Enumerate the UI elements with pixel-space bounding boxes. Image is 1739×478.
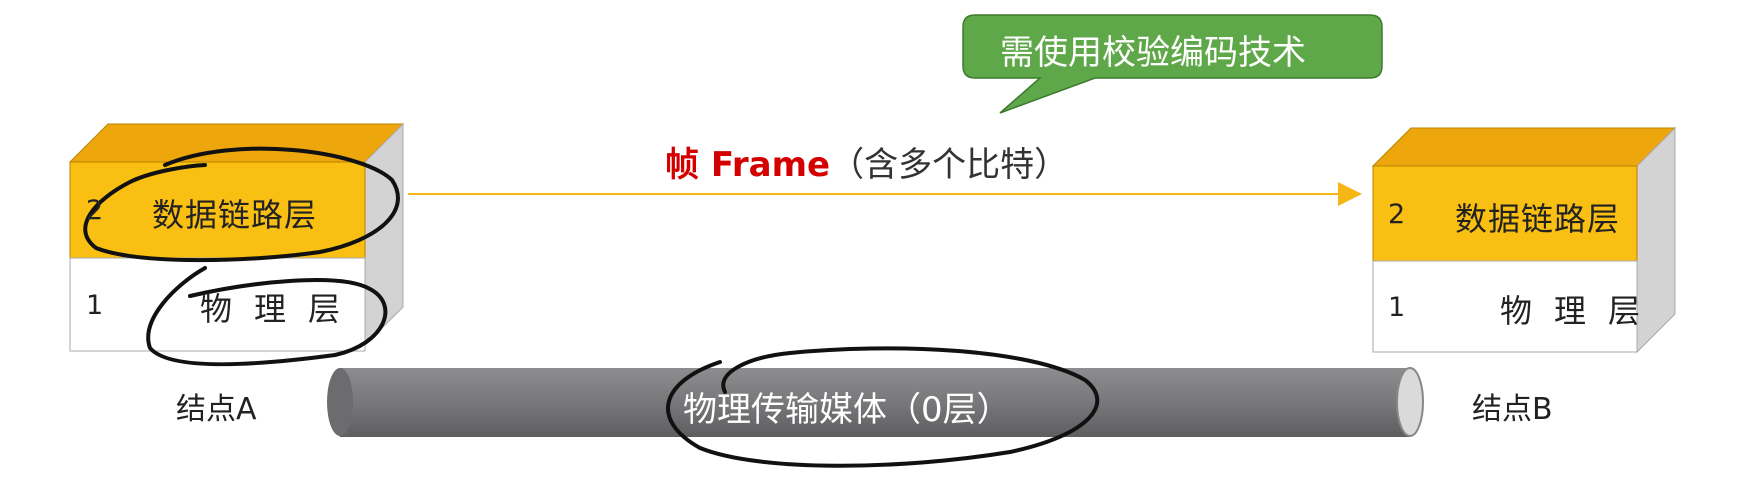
annotation-marks	[83, 146, 1100, 468]
node-b-label: 结点B	[1472, 392, 1553, 427]
node-a-label: 结点A	[176, 392, 257, 427]
annotation-circle-physical-a	[146, 266, 388, 367]
callout-text: 需使用校验编码技术	[1000, 33, 1306, 73]
pipe-end-cap	[1396, 367, 1424, 437]
node-a-layer1-number: 1	[86, 290, 104, 321]
callout-bubble	[962, 14, 1383, 114]
node-b-top-face	[1371, 127, 1677, 167]
annotation-circle-medium	[666, 346, 1100, 468]
node-a-layer2-number: 2	[86, 195, 104, 226]
transmission-medium-pipe	[327, 367, 1424, 437]
node-a-layer1-name: 物理层	[200, 290, 363, 328]
frame-title: 帧 Frame	[665, 145, 831, 185]
frame-subtitle: （含多个比特）	[830, 145, 1069, 185]
node-a-physical-layer-box	[69, 257, 366, 352]
frame-label: 帧 Frame（含多个比特）	[665, 137, 1068, 186]
node-b-layer2-number: 2	[1388, 199, 1406, 230]
node-a-layer2-name: 数据链路层	[152, 196, 318, 234]
node-b-stack	[1371, 126, 1677, 354]
node-b-physical-layer-box	[1372, 260, 1638, 353]
node-b-layer1-number: 1	[1388, 292, 1406, 323]
node-a-top-face	[68, 123, 405, 163]
node-b-data-link-layer-box	[1372, 165, 1638, 262]
node-a-data-link-layer-box	[69, 161, 366, 259]
annotation-circle-data-link-a	[83, 146, 400, 263]
medium-label: 物理传输媒体（0层）	[683, 390, 1011, 430]
node-b-layer2-name: 数据链路层	[1455, 200, 1621, 238]
node-b-layer1-name: 物理层	[1500, 292, 1663, 330]
